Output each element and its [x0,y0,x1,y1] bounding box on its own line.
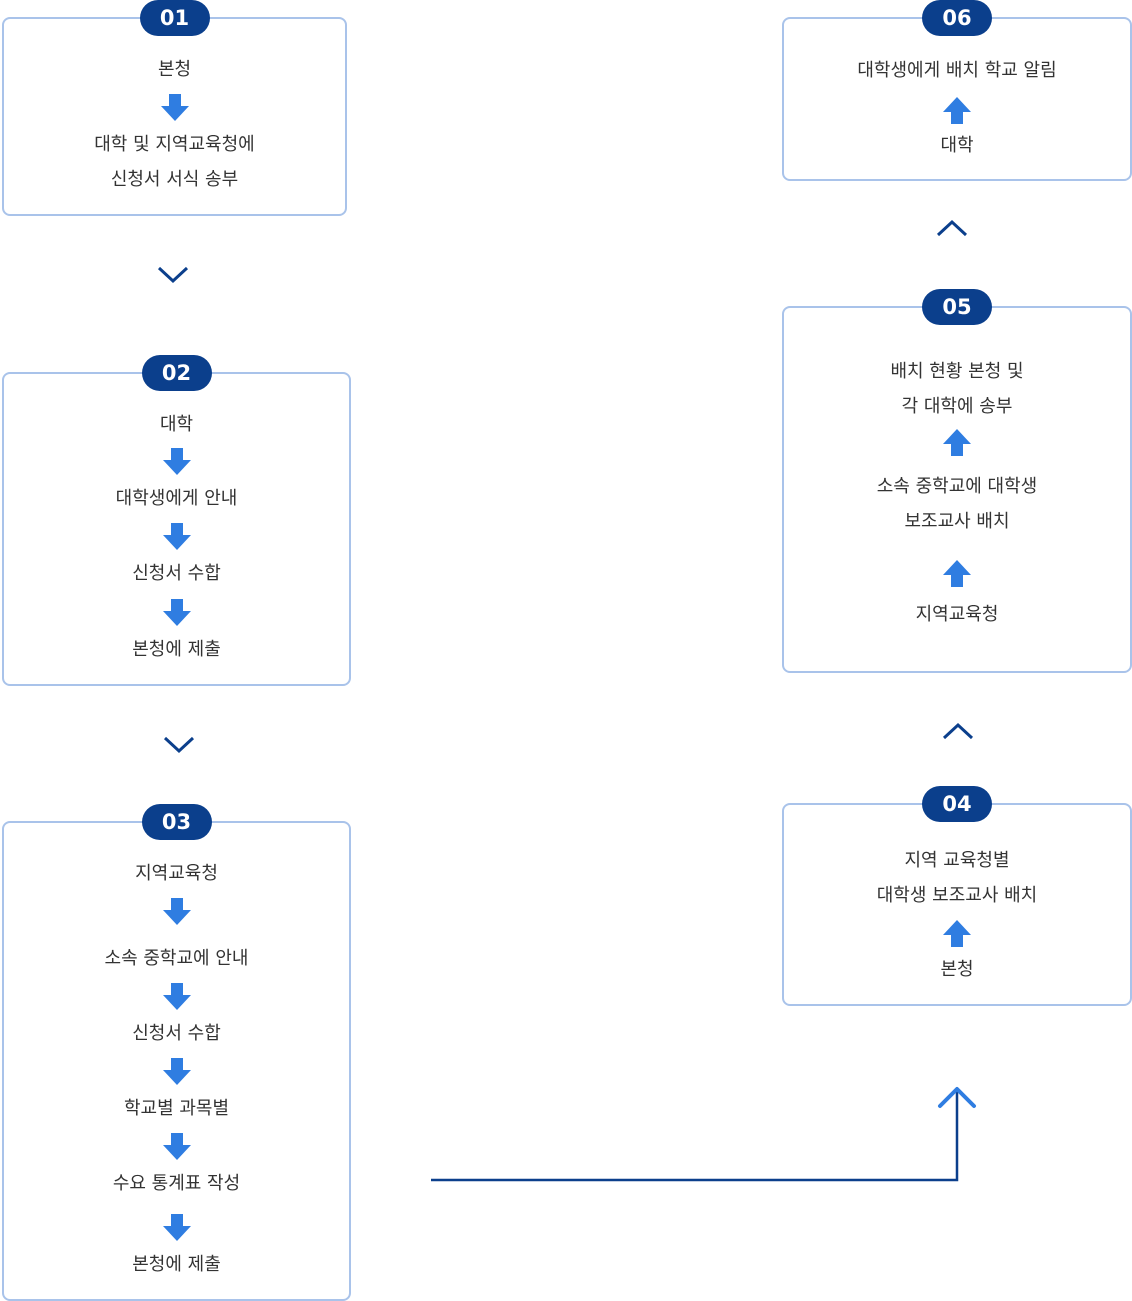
chevron-up-icon [934,218,970,240]
step-03-badge: 03 [141,804,212,840]
down-arrow-icon [162,983,192,1011]
down-arrow-icon [162,523,192,551]
step-06-label-2: 대학 [940,135,974,156]
step-05-label-5: 지역교육청 [915,604,999,625]
up-arrow-icon [942,559,972,587]
step-02-badge: 02 [141,355,212,391]
step-01-badge: 01 [139,0,210,36]
step-05-label-3: 소속 중학교에 대학생 [876,476,1038,497]
down-arrow-icon [162,898,192,926]
chevron-up-icon [940,721,976,743]
down-arrow-icon [162,1058,192,1086]
step-06-label-1: 대학생에게 배치 학교 알림 [857,60,1057,81]
chevron-down-icon [161,733,197,755]
step-04-box: 04 지역 교육청별 대학생 보조교사 배치 본청 [782,786,1132,1006]
step-01-box: 01 본청 대학 및 지역교육청에 신청서 서식 송부 [2,0,347,216]
step-03-box: 03 지역교육청 소속 중학교에 안내 신청서 수합 학교별 과목별 수요 통계… [2,804,351,1301]
step-04-label-1: 지역 교육청별 [904,850,1010,871]
step-06-badge: 06 [922,0,992,36]
down-arrow-icon [162,599,192,627]
step-03-label-5: 수요 통계표 작성 [112,1173,241,1194]
down-arrow-icon [162,448,192,476]
step-05-label-4: 보조교사 배치 [904,511,1010,532]
step-02-box: 02 대학 대학생에게 안내 신청서 수합 본청에 제출 [2,355,351,686]
up-arrow-icon [942,428,972,456]
up-arrow-icon [942,96,972,124]
step-03-label-6: 본청에 제출 [132,1254,221,1275]
step-01-label-2: 대학 및 지역교육청에 [94,134,255,155]
down-arrow-icon [160,94,190,122]
step-02-label-2: 대학생에게 안내 [115,488,238,509]
step-02-label-4: 본청에 제출 [132,639,221,660]
step-04-label-3: 본청 [940,959,974,980]
step-01-label-1: 본청 [157,59,192,80]
step-05-box: 05 배치 현황 본청 및 각 대학에 송부 소속 중학교에 대학생 보조교사 … [782,289,1132,673]
step-02-label-3: 신청서 수합 [132,563,221,584]
step-03-label-4: 학교별 과목별 [123,1098,230,1119]
step-03-label-1: 지역교육청 [135,863,218,884]
step-06-box: 06 대학생에게 배치 학교 알림 대학 [782,0,1132,181]
step-01-label-3: 신청서 서식 송부 [110,169,239,190]
down-arrow-icon [162,1133,192,1161]
step-05-label-1: 배치 현황 본청 및 [890,361,1024,382]
step-03-label-2: 소속 중학교에 안내 [104,948,249,969]
step-04-badge: 04 [922,786,992,822]
step-03-label-3: 신청서 수합 [132,1023,221,1044]
chevron-down-icon [155,263,191,285]
step-05-label-2: 각 대학에 송부 [901,396,1013,417]
step-02-label-1: 대학 [159,414,194,435]
down-arrow-icon [162,1214,192,1242]
up-arrow-icon [942,919,972,947]
step-04-label-2: 대학생 보조교사 배치 [876,885,1038,906]
step-05-badge: 05 [922,289,992,325]
